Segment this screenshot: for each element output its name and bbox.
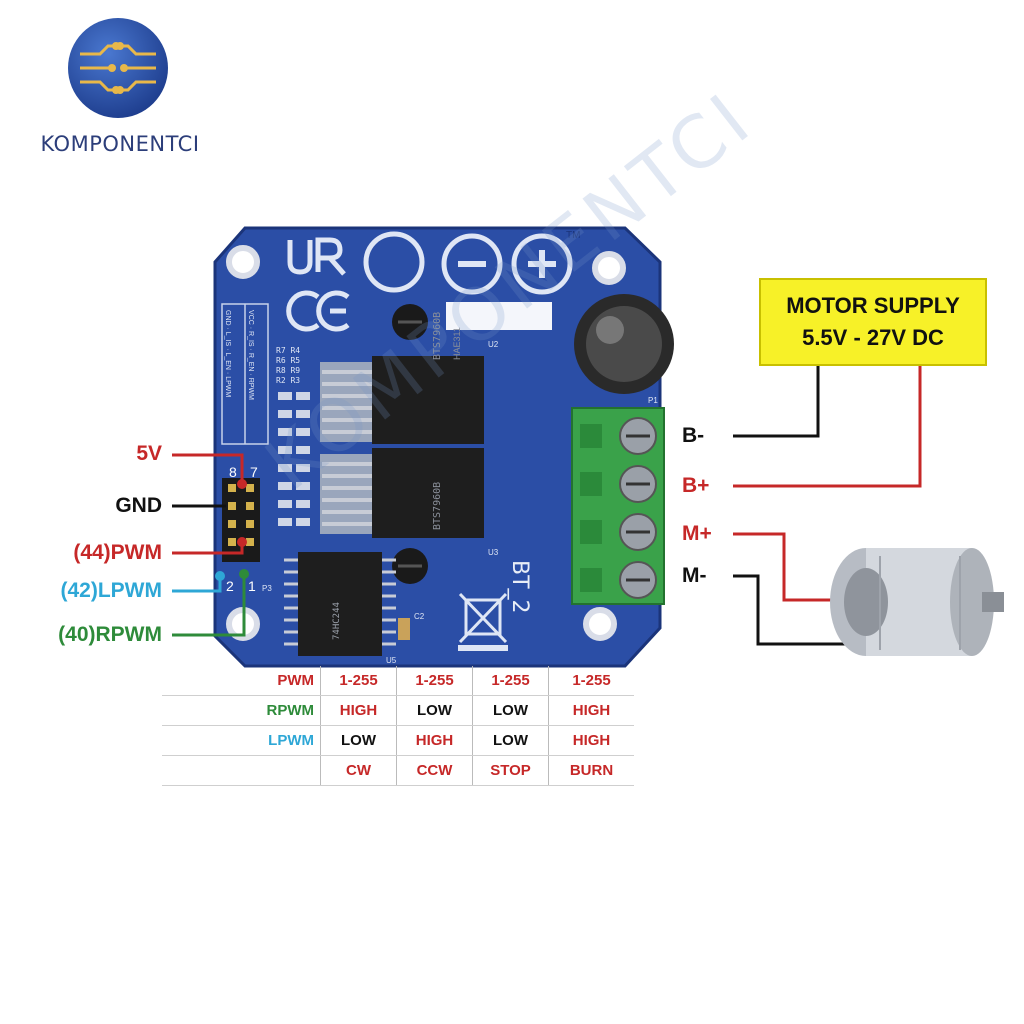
pin-label-pwm: (44)PWM <box>73 541 162 564</box>
table-cell: LOW <box>472 725 549 756</box>
table-row-header: RPWM <box>162 695 321 726</box>
weee-bin-icon <box>458 592 508 651</box>
table-cell: HIGH <box>548 725 634 756</box>
pin-label: RPWM <box>247 377 254 400</box>
pin-label-group-left: GND · L_IS · L_EN · LPWM <box>224 310 231 398</box>
table-row-header: PWM <box>162 666 321 696</box>
pin-label: L_EN <box>224 352 231 370</box>
table-cell: LOW <box>396 695 473 726</box>
table-cell: 1-255 <box>320 666 397 696</box>
pin-label: R_IS <box>247 331 254 347</box>
pin-label-5v: 5V <box>136 442 162 465</box>
brand-logo-icon <box>68 18 168 118</box>
board-model-label: BT_2 <box>507 560 532 614</box>
pin-label-lpwm: (42)LPWM <box>60 579 163 602</box>
motor-supply-box: MOTOR SUPPLY 5.5V - 27V DC <box>759 278 987 366</box>
pin-label-gnd: GND <box>115 494 162 517</box>
pin-label: GND <box>224 310 231 326</box>
resistor-label: R6 <box>276 356 286 365</box>
terminal-label-b-plus: B+ <box>682 474 710 497</box>
pin-label: L_IS <box>224 331 231 347</box>
resistor-label: R2 <box>276 376 286 385</box>
table-cell: STOP <box>472 755 549 786</box>
supply-voltage: 5.5V - 27V DC <box>802 325 944 350</box>
dc-motor-icon <box>830 548 1004 656</box>
chip-top <box>320 356 484 444</box>
ur-mark-icon <box>287 237 346 276</box>
part-ref: P1 <box>648 396 658 405</box>
part-ref: U2 <box>488 340 499 349</box>
terminal-label-b-minus: B- <box>682 424 705 447</box>
wire-5v <box>172 453 244 484</box>
table-cell: HIGH <box>320 695 397 726</box>
pin-label-rpwm: (40)RPWM <box>58 623 162 646</box>
resistor-label: R5 <box>290 356 301 365</box>
trademark-label: TM <box>566 230 581 241</box>
part-ref: U5 <box>386 656 397 665</box>
ce-mark-icon <box>286 290 350 332</box>
resistor-label: R7 <box>276 346 286 355</box>
part-ref: P3 <box>262 584 272 593</box>
plus-terminal-icon <box>511 233 573 295</box>
wire-lpwm <box>172 576 222 593</box>
pin-label: LPWM <box>224 376 231 398</box>
wire-b-minus <box>733 366 820 438</box>
resistor-labels: R7 R4 R6 R5 R8 R9 R2 R3 <box>276 346 300 386</box>
wire-m-minus <box>733 574 860 646</box>
table-cell: LOW <box>472 695 549 726</box>
resistor-label: R8 <box>276 366 286 375</box>
wire-b-plus <box>733 366 922 488</box>
driver-ic-label: 74HC244 <box>332 602 342 640</box>
chip-bottom <box>320 448 484 538</box>
minus-terminal-icon <box>441 233 503 295</box>
header-number: 7 <box>250 464 258 480</box>
table-cell: 1-255 <box>548 666 634 696</box>
resistor-label: R4 <box>290 346 301 355</box>
brand-name: KOMPONENTCI <box>40 132 200 156</box>
ul-mark-icon <box>363 231 425 293</box>
part-ref: U3 <box>488 548 499 557</box>
wire-m-plus <box>733 532 836 602</box>
chip-bottom-label: BTS7960B <box>432 481 443 530</box>
table-cell: CCW <box>396 755 473 786</box>
wire-rpwm <box>172 574 246 637</box>
table-cell: HIGH <box>396 725 473 756</box>
header-number: 2 <box>226 578 234 594</box>
supply-title: MOTOR SUPPLY <box>786 293 960 318</box>
table-cell: 1-255 <box>396 666 473 696</box>
table-cell: 1-255 <box>472 666 549 696</box>
table-cell: BURN <box>548 755 634 786</box>
resistor-label: R9 <box>290 366 301 375</box>
table-row-header: LPWM <box>162 725 321 756</box>
header-number: 1 <box>248 578 256 594</box>
terminal-screws <box>619 417 657 599</box>
table-cell: CW <box>320 755 397 786</box>
terminal-label-m-plus: M+ <box>682 522 712 545</box>
header-number: 8 <box>229 464 237 480</box>
table-row-header <box>162 755 321 786</box>
table-cell: LOW <box>320 725 397 756</box>
table-cell: HIGH <box>548 695 634 726</box>
pin-label: R_EN <box>247 352 254 372</box>
terminal-label-m-minus: M- <box>682 564 707 587</box>
logic-ic <box>298 552 382 656</box>
part-ref: C2 <box>414 612 425 621</box>
resistor-label: R3 <box>290 376 301 385</box>
pin-label: VCC <box>247 310 254 325</box>
pin-label-group-right: VCC · R_IS · R_EN · RPWM <box>247 310 254 400</box>
